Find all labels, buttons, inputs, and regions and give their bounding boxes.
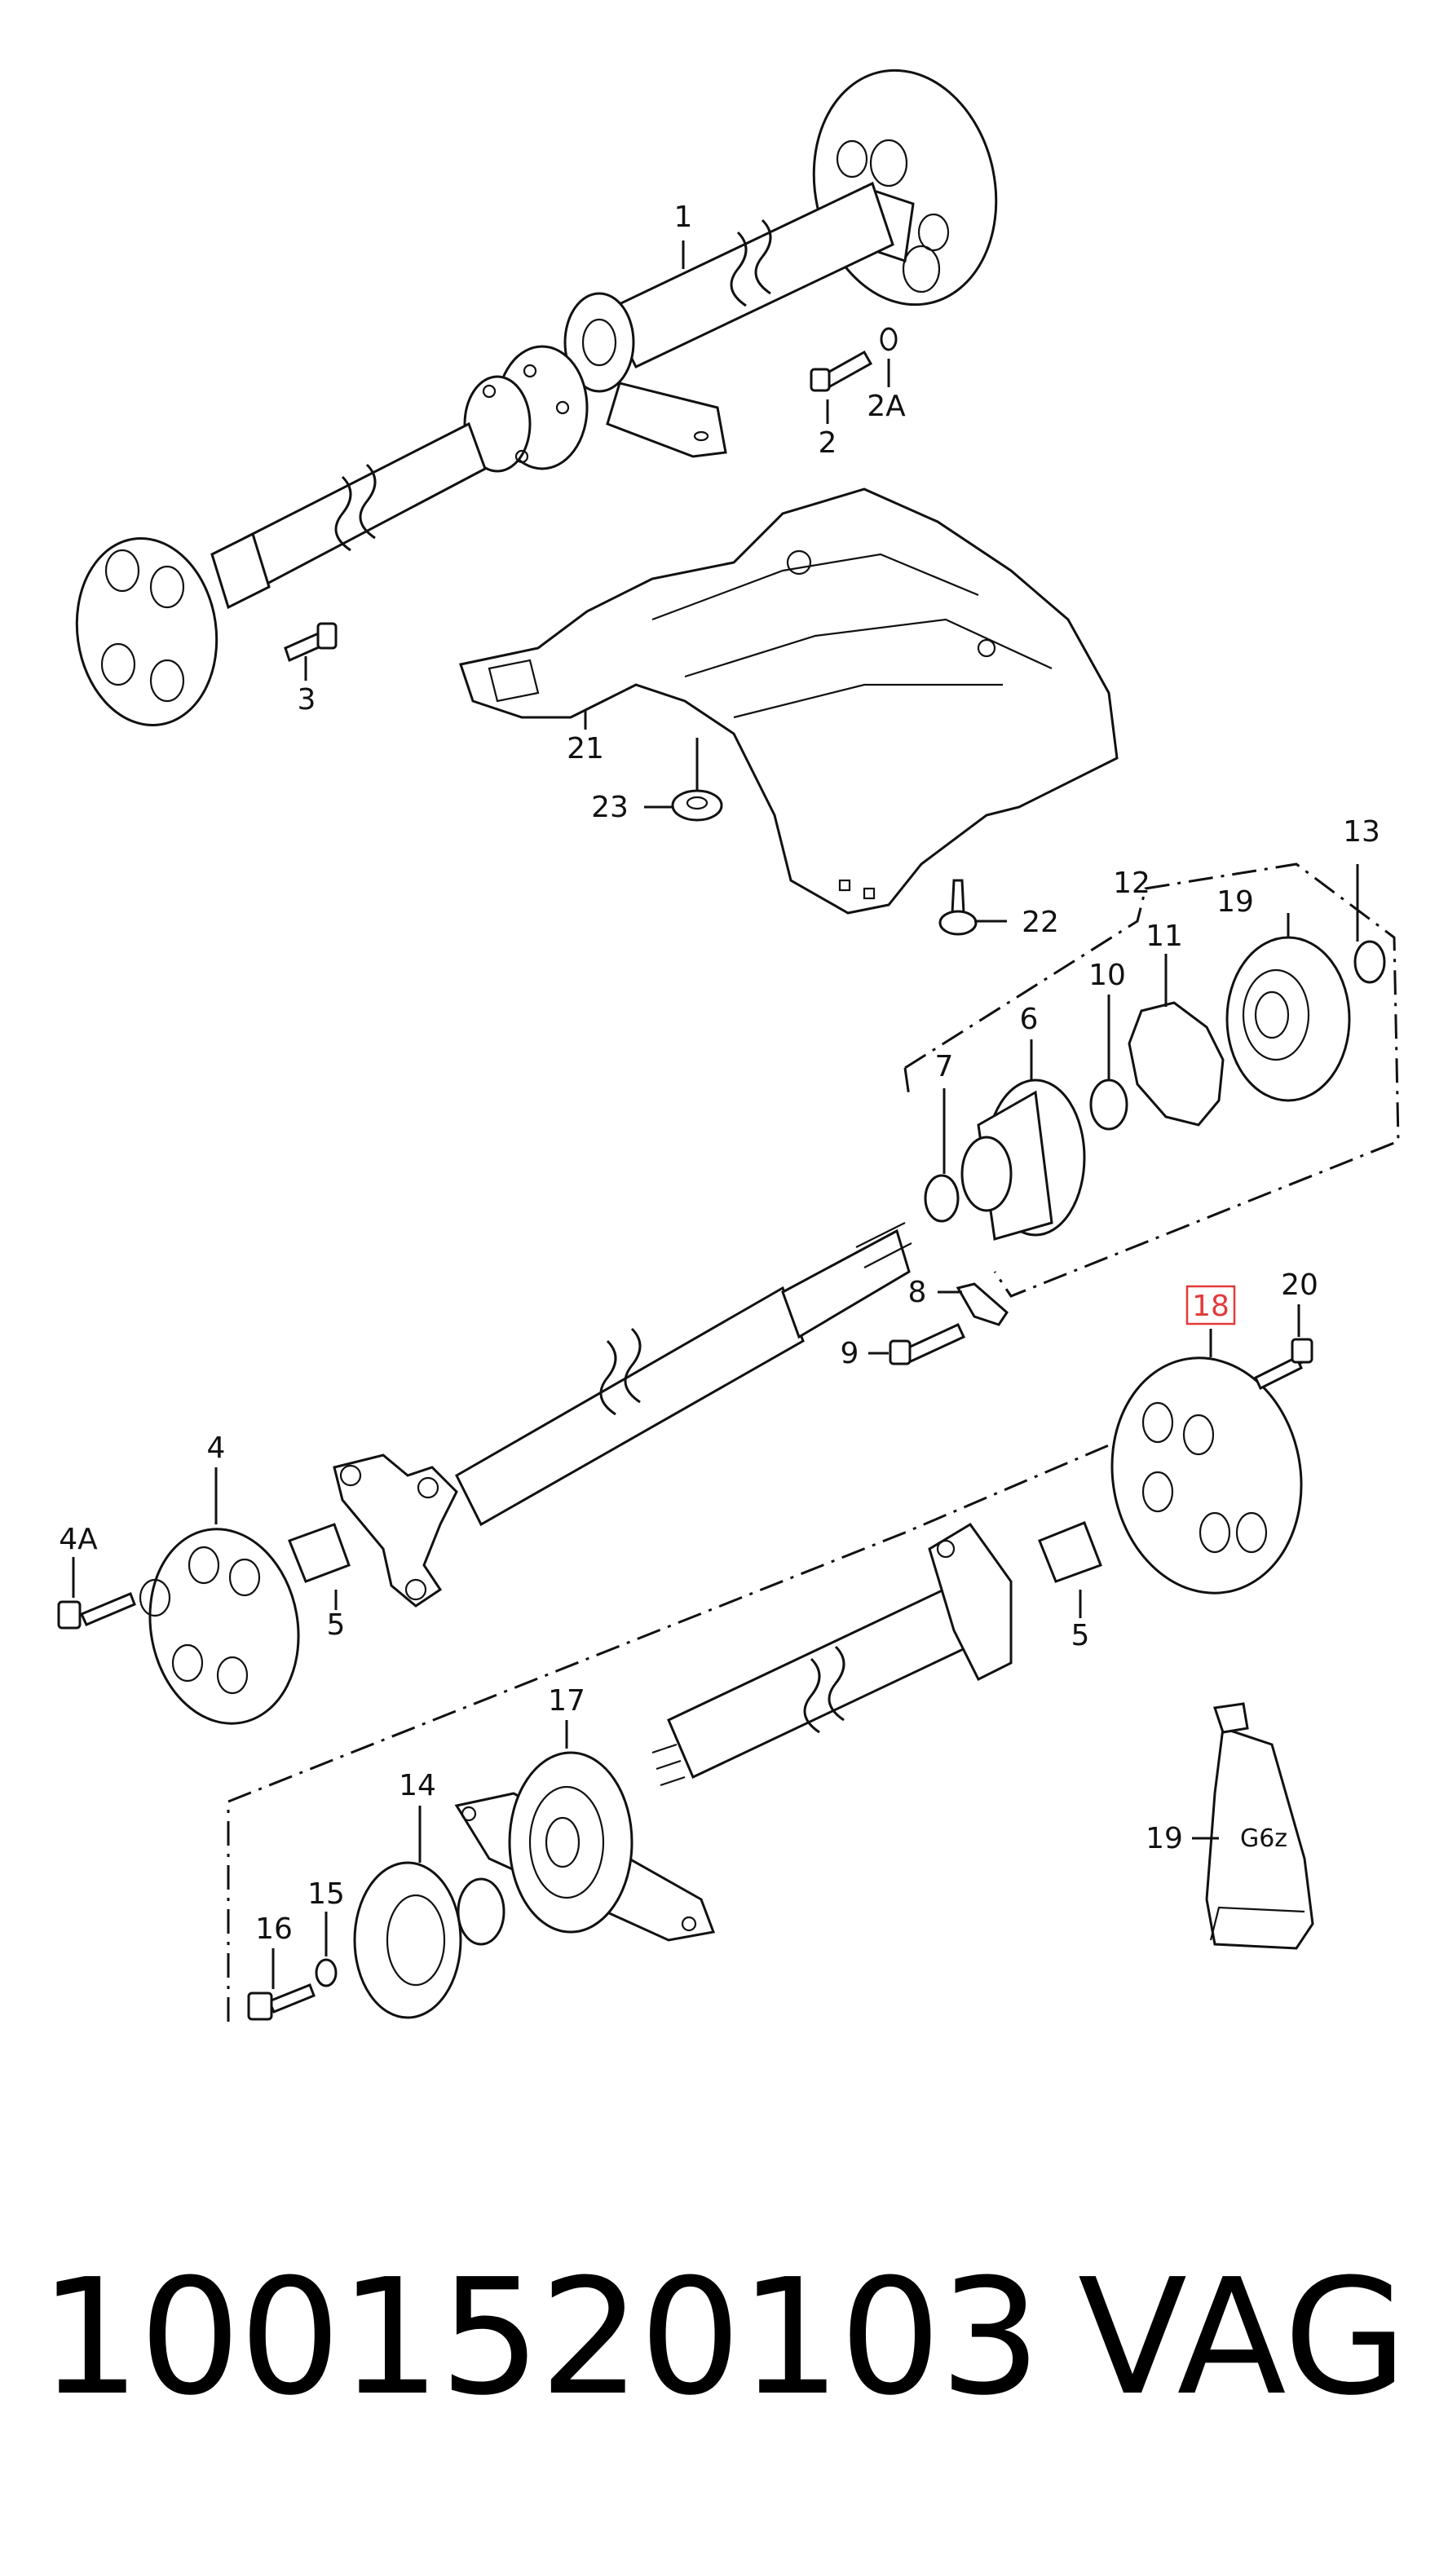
callout-2: 2 xyxy=(819,426,837,460)
callout-14: 14 xyxy=(399,1769,436,1802)
callout-19-grease: 19 xyxy=(1146,1822,1183,1855)
callout-15: 15 xyxy=(307,1877,345,1911)
callout-20: 20 xyxy=(1281,1268,1318,1302)
callout-10: 10 xyxy=(1088,959,1126,992)
callout-19-bearing: 19 xyxy=(1216,885,1254,919)
grease-tube xyxy=(1205,1702,1314,1950)
callout-6: 6 xyxy=(1020,1003,1039,1036)
callout-4a: 4A xyxy=(59,1523,98,1556)
part-number: 1001520103 xyxy=(39,2245,1041,2431)
callout-11: 11 xyxy=(1146,920,1183,953)
exploded-parts-diagram: 1 2 2A 3 21 23 22 12 13 19 11 10 6 7 8 9… xyxy=(57,68,1400,2022)
callout-9: 9 xyxy=(841,1337,859,1370)
callout-16: 16 xyxy=(255,1912,293,1946)
rear-section-frame xyxy=(227,862,1400,2022)
callout-22: 22 xyxy=(1022,906,1059,939)
callout-17: 17 xyxy=(548,1684,585,1718)
grease-tube-label: G6z xyxy=(1240,1824,1287,1853)
callout-1: 1 xyxy=(674,201,693,234)
leader-lines xyxy=(72,240,1359,1989)
propshaft-front-assembly xyxy=(75,68,998,726)
callout-2a: 2A xyxy=(867,390,906,423)
callout-18-highlight-box xyxy=(1185,1285,1236,1325)
callout-4: 4 xyxy=(207,1431,226,1465)
bearing-flange-group xyxy=(889,936,1386,1365)
callout-8: 8 xyxy=(908,1276,927,1309)
callout-23: 23 xyxy=(591,791,629,824)
callout-21: 21 xyxy=(567,732,604,765)
propshaft-center xyxy=(57,1222,912,1725)
rear-support-bearing-group xyxy=(247,1751,716,2021)
callout-5-right: 5 xyxy=(1071,1619,1090,1652)
callout-18: 18 xyxy=(1192,1290,1229,1323)
heat-shield xyxy=(459,487,1119,936)
callout-12: 12 xyxy=(1113,867,1150,900)
callout-5-left: 5 xyxy=(327,1608,346,1642)
callout-labels: 1 2 2A 3 21 23 22 12 13 19 11 10 6 7 8 9… xyxy=(59,201,1380,1946)
callout-7: 7 xyxy=(935,1050,954,1083)
callout-13: 13 xyxy=(1343,815,1380,849)
callout-3: 3 xyxy=(298,683,316,717)
rear-flex-disc-assembly xyxy=(651,1338,1313,1787)
brand-name: VAG xyxy=(1078,2245,1408,2431)
